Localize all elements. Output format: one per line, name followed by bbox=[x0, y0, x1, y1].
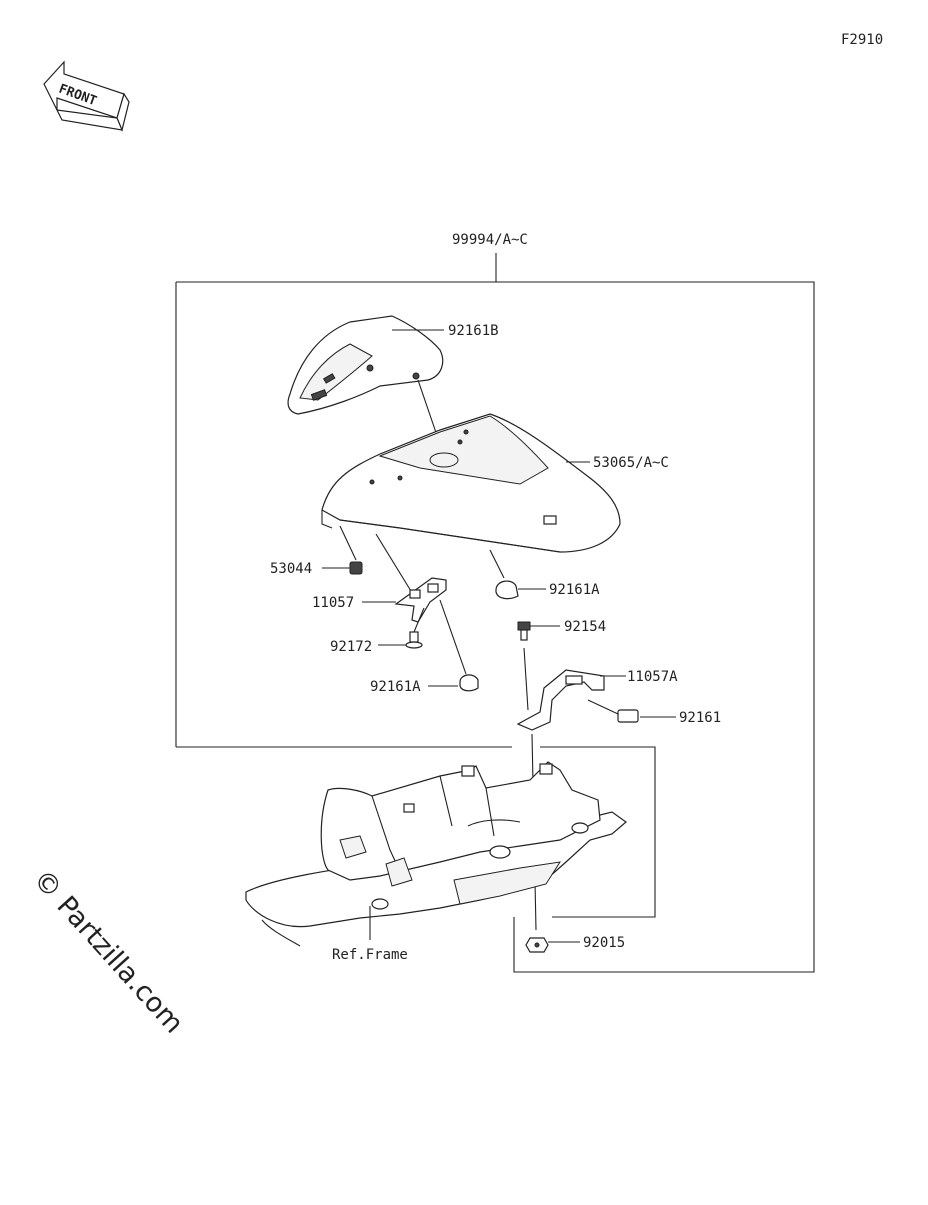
part-label-92172: 92172 bbox=[330, 639, 372, 655]
front-arrow-icon: FRONT bbox=[43, 60, 130, 132]
ref-frame-part bbox=[245, 761, 627, 947]
nut-53044-part bbox=[349, 561, 363, 575]
bolt-92154-part bbox=[517, 621, 531, 641]
part-label-92154: 92154 bbox=[564, 619, 606, 635]
figure-code: F2910 bbox=[841, 32, 883, 48]
damper-92161-part bbox=[617, 709, 639, 723]
part-label-53044: 53044 bbox=[270, 561, 312, 577]
screw-92172-part bbox=[405, 631, 423, 649]
seat-cowl-part bbox=[321, 413, 621, 553]
part-label-11057: 11057 bbox=[312, 595, 354, 611]
part-label-53065: 53065/A~C bbox=[593, 455, 669, 471]
seat-cowl-pad-part bbox=[287, 315, 444, 415]
part-label-92161: 92161 bbox=[679, 710, 721, 726]
bracket-11057A-part bbox=[516, 669, 605, 731]
ref-frame-label: Ref.Frame bbox=[332, 947, 408, 963]
part-label-92161B: 92161B bbox=[448, 323, 499, 339]
nut-92015-part bbox=[525, 937, 549, 953]
watermark: © Partzilla.com bbox=[27, 864, 189, 1040]
bracket-11057-part bbox=[394, 577, 447, 623]
part-label-92161A-left: 92161A bbox=[370, 679, 421, 695]
damper-92161A-right-part bbox=[495, 580, 519, 600]
assembly-frame bbox=[176, 281, 815, 973]
damper-92161A-left-part bbox=[459, 674, 479, 692]
part-label-11057A: 11057A bbox=[627, 669, 678, 685]
assembly-label: 99994/A~C bbox=[452, 232, 528, 248]
part-label-92015: 92015 bbox=[583, 935, 625, 951]
part-label-92161A-right: 92161A bbox=[549, 582, 600, 598]
